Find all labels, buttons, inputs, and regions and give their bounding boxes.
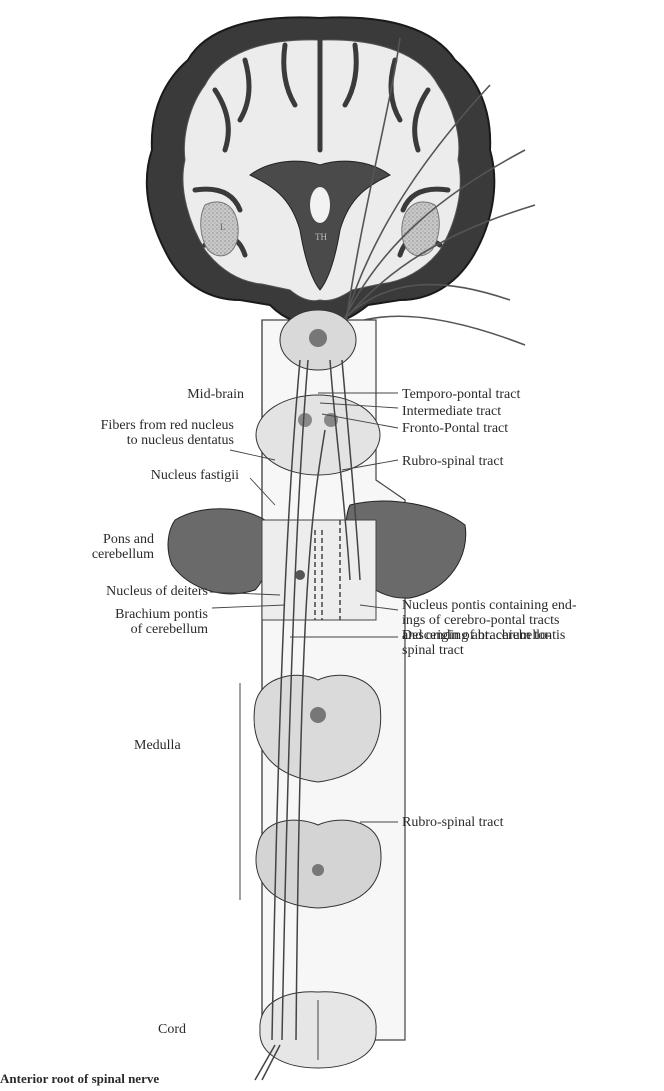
cerebrum-section: [147, 17, 535, 345]
label-anterior-root: Anterior root of spinal nerve: [0, 1071, 159, 1086]
label-intermediate: Intermediate tract: [402, 404, 501, 419]
left-cerebellum: [168, 509, 269, 594]
label-fronto-pontal: Fronto-Pontal tract: [402, 421, 508, 436]
label-pons-cerebellum: Pons and cerebellum: [92, 532, 154, 562]
upper-pons-section: [256, 395, 380, 475]
thalamus-mark: TH: [315, 232, 327, 242]
label-brachium-pontis: Brachium pontis of cerebellum: [115, 607, 208, 637]
label-fibers-red-nucleus: Fibers from red nucleus to nucleus denta…: [101, 418, 234, 448]
label-medulla: Medulla: [134, 738, 181, 753]
label-nucleus-deiters: Nucleus of deiters: [106, 584, 208, 599]
label-cord: Cord: [158, 1022, 186, 1037]
label-rubro-spinal-upper: Rubro-spinal tract: [402, 454, 503, 469]
label-nucleus-fastigii: Nucleus fastigii: [151, 468, 239, 483]
label-mid-brain: Mid-brain: [187, 387, 244, 402]
label-descending-ant: Descending ant. cerebello- spinal tract: [402, 628, 552, 658]
label-rubro-spinal-lower: Rubro-spinal tract: [402, 815, 503, 830]
ventricle: [310, 187, 330, 223]
lentiform-mark: L: [220, 222, 226, 232]
label-temporo-pontal: Temporo-pontal tract: [402, 387, 520, 402]
